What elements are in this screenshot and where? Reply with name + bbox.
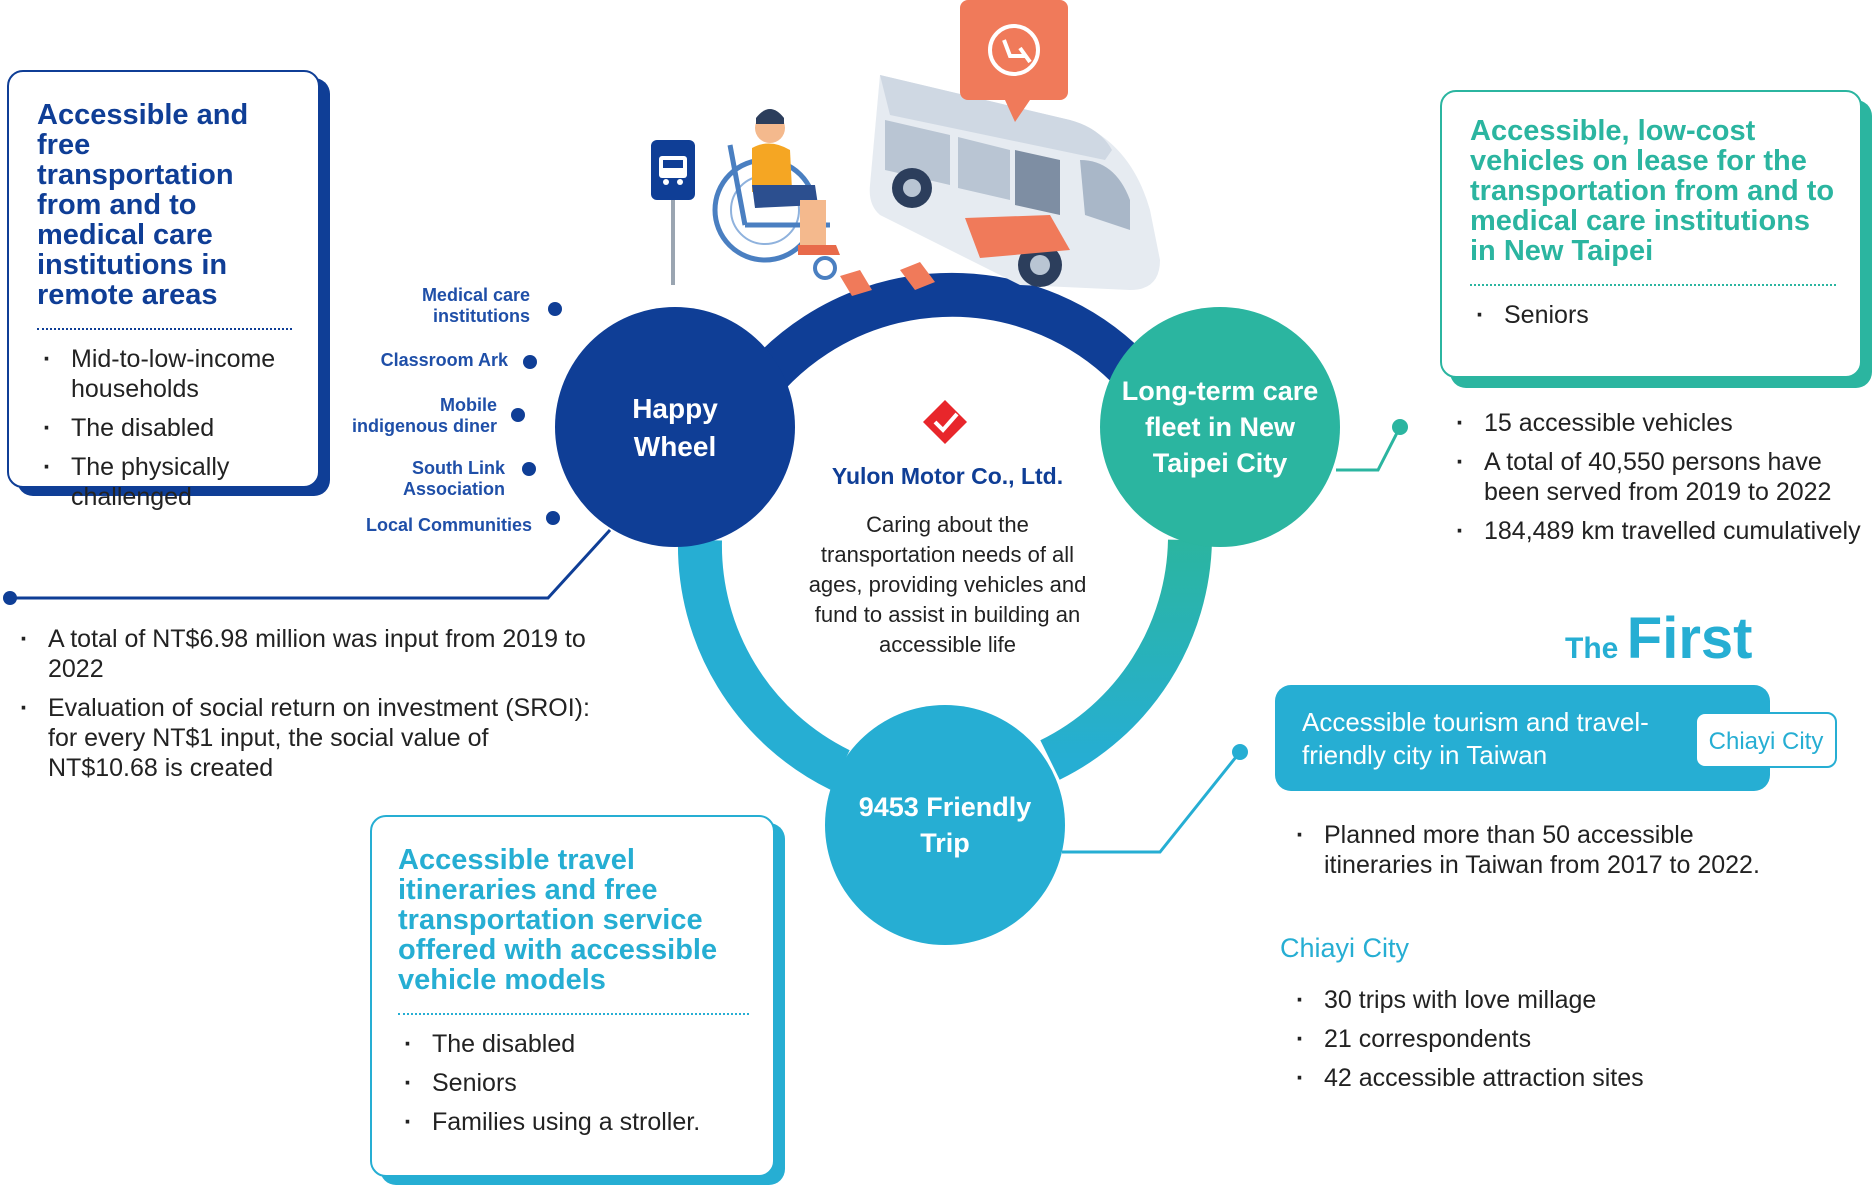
yulon-logo-icon (923, 400, 967, 444)
the-first-prefix: The (1565, 632, 1619, 665)
friendly-trip-beneficiaries: The disabled Seniors Families using a st… (398, 1029, 749, 1137)
company-name: Yulon Motor Co., Ltd. (831, 463, 1064, 489)
spoke-dot-mobile-diner (511, 408, 525, 422)
chiayi-city-heading: Chiayi City (1280, 933, 1410, 963)
friendly-trip-card-title: Accessible travel itineraries and free t… (398, 844, 718, 996)
friendly-trip-circle (825, 705, 1065, 945)
list-item: Evaluation of social return on investmen… (14, 693, 590, 783)
ring-arc-left (677, 539, 850, 790)
list-item: A total of NT$6.98 million was input fro… (14, 624, 590, 684)
spoke-mobile-diner: Mobile indigenous diner (351, 395, 497, 436)
orange-arrows-icon (840, 262, 935, 296)
spoke-south-link: South Link Association (402, 458, 505, 499)
spoke-medical-care: Medical care institutions (421, 285, 530, 326)
spoke-local-communities: Local Communities (365, 515, 532, 535)
long-term-connector (1336, 426, 1402, 472)
accessible-van-illustration (869, 0, 1160, 290)
happy-wheel-connector-dot (3, 591, 17, 605)
the-first-word: First (1626, 606, 1753, 671)
friendly-trip-label: 9453 Friendly Trip (858, 792, 1032, 858)
chiayi-city-tag: Chiayi City (1695, 712, 1837, 768)
happy-wheel-beneficiaries: Mid-to-low-income households The disable… (37, 344, 292, 512)
list-item: The disabled (37, 413, 292, 443)
list-item: 184,489 km travelled cumulatively (1450, 516, 1875, 546)
spoke-dot-medical-care (548, 302, 562, 316)
long-term-care-card-divider (1470, 284, 1836, 286)
bus-stop-sign-icon (651, 140, 695, 285)
list-item: Planned more than 50 accessible itinerar… (1290, 820, 1770, 880)
accessible-tourism-banner (1275, 685, 1770, 791)
happy-wheel-label: Happy Wheel (632, 392, 718, 462)
list-item: 42 accessible attraction sites (1290, 1063, 1770, 1093)
list-item: Seniors (398, 1068, 749, 1098)
happy-wheel-circle (555, 307, 795, 547)
ring-arc-right (1040, 539, 1212, 780)
long-term-care-beneficiaries: Seniors (1470, 300, 1836, 330)
list-item: A total of 40,550 persons have been serv… (1450, 447, 1875, 507)
happy-wheel-card-divider (37, 328, 292, 330)
friendly-trip-connector-dot (1232, 744, 1248, 760)
chiayi-city-items: 30 trips with love millage 21 correspond… (1290, 985, 1770, 1102)
list-item: Seniors (1470, 300, 1836, 330)
center-mission-text: Caring about the transportation needs of… (808, 512, 1087, 657)
long-term-care-card-title: Accessible, low-cost vehicles on lease f… (1470, 115, 1835, 267)
list-item: Mid-to-low-income households (37, 344, 292, 404)
friendly-trip-card: Accessible travel itineraries and free t… (370, 815, 775, 1177)
list-item: Families using a stroller. (398, 1107, 749, 1137)
list-item: 15 accessible vehicles (1450, 408, 1875, 438)
long-term-care-card: Accessible, low-cost vehicles on lease f… (1440, 90, 1862, 378)
friendly-trip-card-divider (398, 1013, 749, 1015)
long-term-connector-dot (1392, 419, 1408, 435)
spoke-dot-local-communities (546, 511, 560, 525)
the-first-heading: The First (1565, 605, 1752, 672)
list-item: The disabled (398, 1029, 749, 1059)
list-item: 30 trips with love millage (1290, 985, 1770, 1015)
spoke-classroom-ark: Classroom Ark (380, 350, 508, 370)
ring-arc-top (721, 272, 1155, 424)
happy-wheel-results: A total of NT$6.98 million was input fro… (14, 624, 590, 792)
list-item: 21 correspondents (1290, 1024, 1770, 1054)
wheelchair-user-illustration (712, 109, 840, 280)
accessible-tourism-text: Accessible tourism and travel-friendly c… (1302, 707, 1649, 770)
happy-wheel-card-title: Accessible and free transportation from … (37, 99, 249, 311)
long-term-care-circle (1100, 307, 1340, 547)
long-term-care-label: Long-term care fleet in New Taipei City (1121, 376, 1319, 478)
friendly-trip-connector (1062, 751, 1242, 854)
happy-wheel-connector (10, 528, 612, 600)
friendly-trip-results: Planned more than 50 accessible itinerar… (1290, 820, 1770, 889)
list-item: The physically challenged (37, 452, 292, 512)
spoke-dot-south-link (522, 462, 536, 476)
spoke-dot-classroom-ark (523, 355, 537, 369)
happy-wheel-card: Accessible and free transportation from … (7, 70, 320, 511)
long-term-care-results: 15 accessible vehicles A total of 40,550… (1450, 408, 1875, 555)
